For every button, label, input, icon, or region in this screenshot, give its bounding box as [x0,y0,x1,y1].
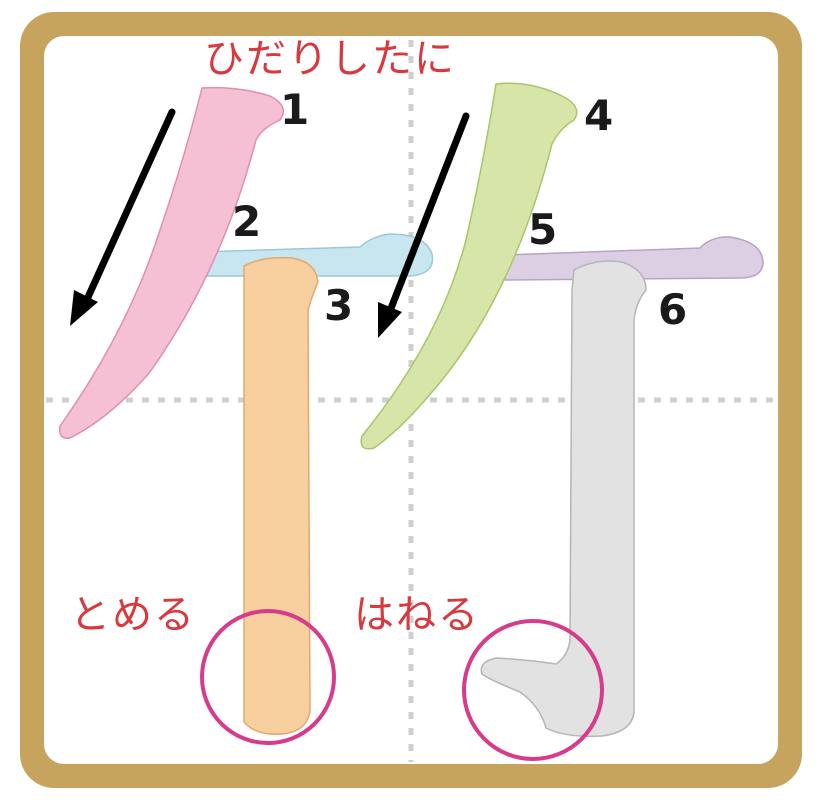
stroke-number-4: 4 [584,91,613,140]
note-hook-label: はねる [354,592,480,638]
stroke-1-left-falling [58,86,285,439]
instruction-top-label: ひだりしたに [204,36,456,82]
stop-highlight-circle [200,609,336,745]
note-stop-label: とめる [70,592,196,638]
stroke-3-vertical [243,256,319,735]
arrow-stroke-1-direction [70,108,176,326]
stroke-5-horizontal [504,236,764,281]
stroke-4-left-falling [360,82,578,450]
stroke-6-vertical-hook [480,260,647,738]
arrow-stroke-4-direction [378,112,470,338]
stroke-number-1: 1 [280,85,309,134]
stroke-number-2: 2 [232,197,261,246]
stroke-number-6: 6 [658,285,687,334]
stroke-number-5: 5 [528,205,557,254]
stroke-number-3: 3 [324,281,353,330]
hook-highlight-circle [462,619,604,761]
